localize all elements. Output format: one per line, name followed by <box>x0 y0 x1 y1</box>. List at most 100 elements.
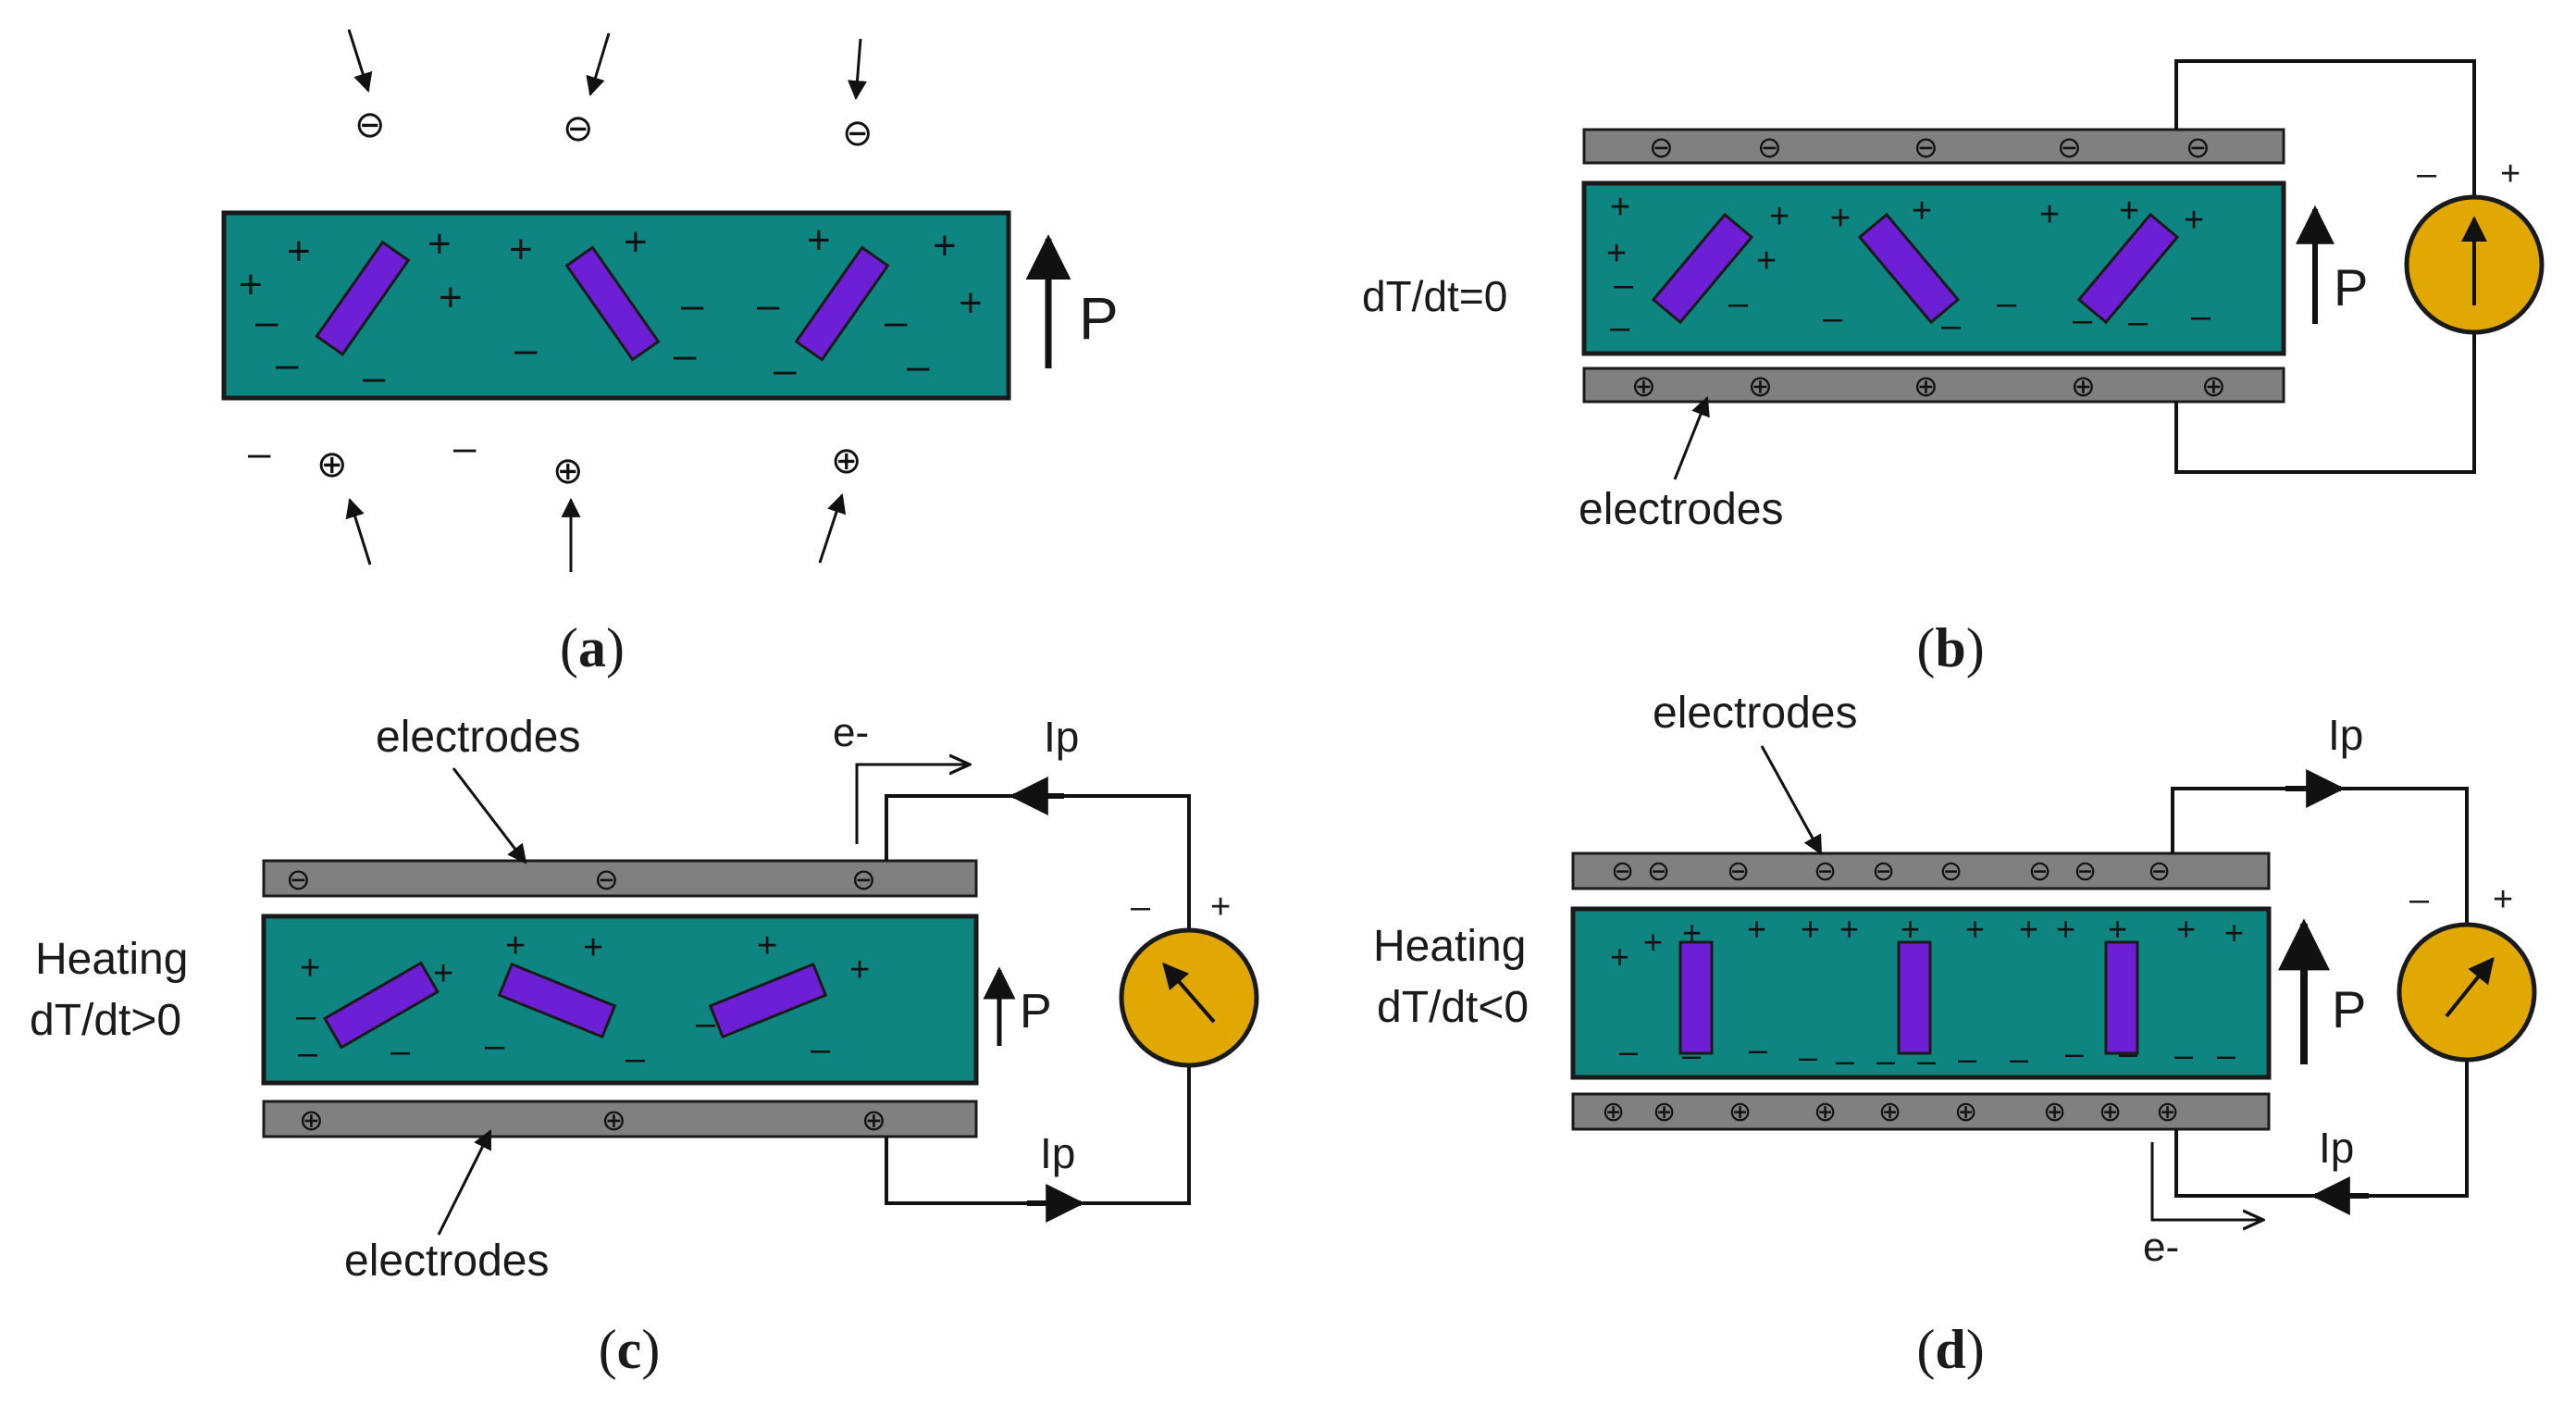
minus-sign: – <box>1823 299 1843 338</box>
dipole <box>2076 212 2180 325</box>
top-electrode <box>1582 128 2285 165</box>
minus-sign: – <box>1614 266 1634 305</box>
dipole <box>2104 940 2139 1055</box>
plus-sign: + <box>1606 234 1627 273</box>
negative-charge: ⊖ <box>1647 856 1670 887</box>
positive-charge: ⊕ <box>1954 1097 1977 1127</box>
plus-sign: + <box>287 229 311 274</box>
positive-charge: ⊕ <box>861 1103 886 1137</box>
plus-sign: + <box>2108 910 2127 948</box>
plus-sign: + <box>1610 188 1630 227</box>
negative-charge: ⊖ <box>1649 131 1674 164</box>
plus-sign: + <box>1912 192 1932 230</box>
positive-charge: ⊕ <box>1631 369 1656 403</box>
negative-charge: ⊖ <box>354 105 386 145</box>
negative-charge: ⊖ <box>2186 131 2211 164</box>
minus-sign: – <box>453 425 477 470</box>
plus-sign: + <box>2056 910 2075 948</box>
polarization-label: P <box>2332 980 2366 1038</box>
panel-caption: (c) <box>599 1319 661 1380</box>
bottom-electrode <box>1571 1092 2271 1131</box>
charge-arrow <box>848 38 867 101</box>
minus-sign: – <box>2065 1034 2084 1072</box>
dipole <box>1857 212 1961 325</box>
minus-sign: – <box>774 347 797 392</box>
negative-charge: ⊖ <box>1814 856 1837 887</box>
dipole <box>708 962 828 1039</box>
condition-label: dT/dt<0 <box>1377 983 1529 1032</box>
positive-charge: ⊕ <box>552 451 584 491</box>
negative-charge: ⊖ <box>1611 856 1634 887</box>
plus-sign: + <box>807 218 831 263</box>
positive-charge: ⊕ <box>1602 1097 1625 1127</box>
dipole <box>315 240 411 356</box>
positive-charge: ⊕ <box>1653 1097 1676 1127</box>
polarization-label: P <box>1020 985 1052 1038</box>
plus-sign: + <box>1839 910 1859 948</box>
bottom-electrode <box>1582 367 2285 404</box>
dipole <box>322 961 440 1050</box>
minus-sign: – <box>255 299 279 344</box>
top-electrode <box>262 859 978 898</box>
negative-charge: ⊖ <box>1913 131 1938 164</box>
plus-sign: + <box>624 219 648 265</box>
minus-sign: – <box>2128 303 2149 342</box>
panel-d: ⊖ ⊖ ⊖ ⊖ ⊖ ⊖ ⊖ ⊖ ⊖ ⊕ ⊕ ⊕ ⊕ ⊕ ⊕ ⊕ ⊕ ⊕ + + … <box>1373 689 2537 1380</box>
circuit-wire <box>2174 59 2476 196</box>
minus-sign: – <box>485 1026 505 1065</box>
current-label: Ip <box>1044 713 1079 761</box>
minus-sign: – <box>674 332 697 378</box>
electrodes-label: electrodes <box>344 1237 549 1286</box>
electron-label: e- <box>833 710 869 755</box>
positive-charge: ⊕ <box>299 1103 324 1137</box>
minus-sign: – <box>1619 1032 1638 1070</box>
negative-charge: ⊖ <box>286 863 311 896</box>
negative-charge: ⊖ <box>2148 856 2171 887</box>
minus-sign: – <box>2010 1039 2028 1077</box>
minus-sign: – <box>1917 1041 1936 1079</box>
minus-sign: – <box>757 282 780 328</box>
electrodes-pointer <box>437 1129 492 1236</box>
minus-sign: – <box>696 1004 716 1043</box>
negative-charge: ⊖ <box>842 113 873 154</box>
plus-sign: + <box>849 951 870 989</box>
dipole <box>1651 212 1754 325</box>
panel-caption: (a) <box>560 617 625 678</box>
panel-c: ⊖ ⊖ ⊖ ⊕ ⊕ ⊕ + + + + + + – – – – – – – <box>30 710 1259 1380</box>
minus-sign: – <box>2191 297 2211 336</box>
minus-sign: – <box>2174 1036 2193 1074</box>
minus-sign: – <box>390 1032 411 1071</box>
plus-sign: + <box>509 227 533 272</box>
circuit-wire <box>2174 333 2476 474</box>
dipole <box>497 962 617 1039</box>
minus-sign: – <box>625 1039 646 1078</box>
plus-sign: + <box>2019 910 2038 948</box>
minus-sign: – <box>514 327 538 372</box>
negative-charge: ⊖ <box>1757 131 1782 164</box>
minus-sign: – <box>1941 306 1962 345</box>
plus-sign: + <box>239 262 263 307</box>
electrodes-label: electrodes <box>376 713 580 762</box>
negative-charge: ⊖ <box>563 108 594 149</box>
meter-minus: – <box>2417 155 2437 193</box>
minus-sign: – <box>296 997 316 1036</box>
minus-sign: – <box>1728 284 1749 323</box>
plus-sign: + <box>757 926 777 965</box>
plus-sign: + <box>1965 910 1985 948</box>
panel-a: + + + + + + + + + – – – – – – – – – – – … <box>221 29 1119 678</box>
dipole <box>1897 940 1932 1055</box>
minus-sign: – <box>1799 1038 1817 1076</box>
positive-charge: ⊕ <box>2071 369 2096 403</box>
positive-charge: ⊕ <box>1913 369 1938 403</box>
polarization-label: P <box>2334 258 2368 317</box>
panel-caption: (b) <box>1916 617 1984 678</box>
minus-sign: – <box>1836 1041 1854 1079</box>
positive-charge: ⊕ <box>316 444 348 485</box>
minus-sign: – <box>1876 1041 1895 1079</box>
meter-plus: + <box>1210 888 1231 926</box>
minus-sign: – <box>1610 308 1630 347</box>
minus-sign: – <box>298 1034 318 1073</box>
negative-charge: ⊖ <box>2074 856 2097 887</box>
electrodes-pointer <box>452 767 527 864</box>
